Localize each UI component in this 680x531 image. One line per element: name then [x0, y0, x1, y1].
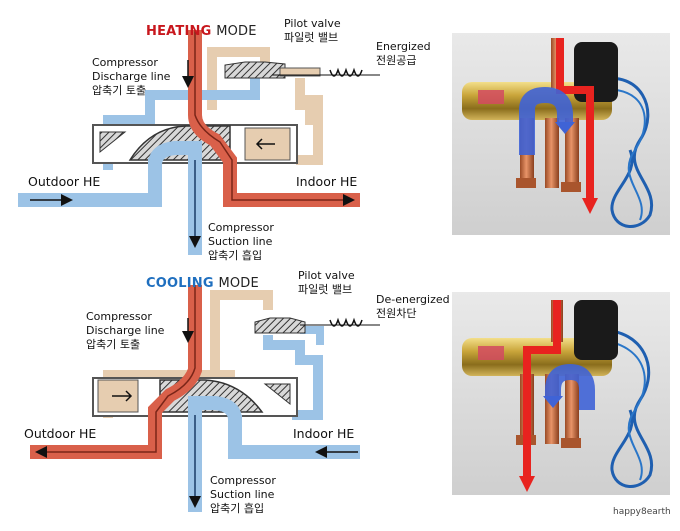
- indoor-he-label: Indoor HE: [296, 174, 358, 189]
- compressor-suction-label: Compressor Suction line 압축기 흡입: [208, 221, 274, 262]
- equalizer-tube-right: [296, 95, 323, 165]
- pilot-pressure-arrow: [255, 138, 275, 150]
- indoor-he-label: Indoor HE: [293, 426, 355, 441]
- pilot-valve-label: Pilot valve 파일럿 밸브: [284, 17, 341, 44]
- suction-line: [188, 396, 242, 512]
- pilot-pressure-arrow: [112, 390, 133, 402]
- mode-keyword: HEATING: [146, 24, 212, 39]
- compressor-discharge-label: Compressor Discharge line 압축기 토출: [92, 56, 171, 97]
- compressor-discharge-label: Compressor Discharge line 압축기 토출: [86, 310, 165, 351]
- suction-line: [148, 141, 202, 255]
- heating-mode-title: HEATING MODE: [146, 24, 257, 39]
- mode-suffix: MODE: [218, 276, 259, 291]
- compressor-suction-label: Compressor Suction line 압축기 흡입: [210, 474, 276, 515]
- heating-diagram: [18, 30, 380, 255]
- hot-flow-arrow: [556, 38, 594, 200]
- mode-suffix: MODE: [216, 24, 257, 39]
- pilot-valve: [224, 61, 286, 79]
- solenoid-state-label: De-energized 전원차단: [376, 293, 450, 320]
- solenoid-coil: [329, 317, 363, 327]
- credit-watermark: happy8earth: [613, 507, 671, 517]
- solenoid-state-label: Energized 전원공급: [376, 40, 431, 67]
- cooling-diagram: [30, 285, 380, 512]
- cold-flow-arrow: [545, 363, 595, 410]
- valve-photo-cooling: [452, 292, 670, 495]
- outdoor-he-label: Outdoor HE: [28, 174, 101, 189]
- cooling-mode-title: COOLING MODE: [146, 276, 259, 291]
- solenoid-coil: [329, 67, 363, 77]
- mode-keyword: COOLING: [146, 276, 214, 291]
- outdoor-he-label: Outdoor HE: [24, 426, 97, 441]
- hot-flow-arrow: [523, 300, 561, 478]
- pilot-valve-label: Pilot valve 파일럿 밸브: [298, 269, 355, 296]
- valve-photo-heating: [452, 33, 670, 235]
- cold-flow-arrow: [519, 86, 573, 155]
- pilot-valve: [254, 317, 306, 334]
